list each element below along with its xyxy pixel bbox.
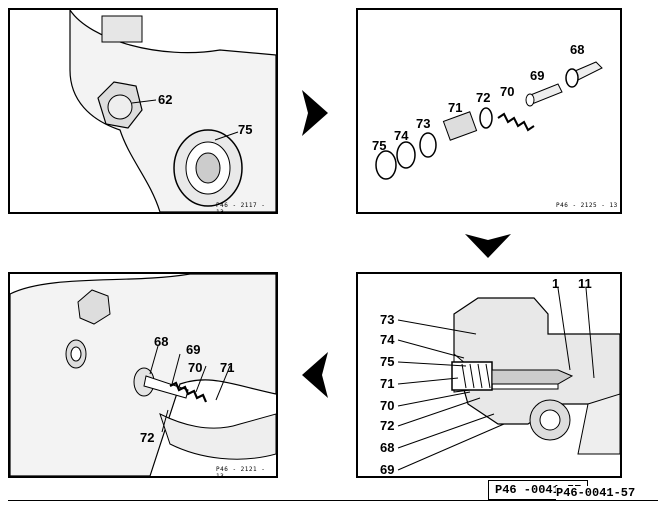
- label-11: 11: [578, 276, 592, 291]
- label-71: 71: [380, 376, 394, 391]
- label-69: 69: [380, 462, 394, 476]
- label-71: 71: [220, 360, 234, 375]
- label-1: 1: [552, 276, 559, 291]
- panel-code: P46 - 2125 - 13: [556, 202, 618, 209]
- label-68: 68: [380, 440, 394, 455]
- install-illustration: 68 69 70 71 72: [10, 274, 276, 476]
- label-73: 73: [416, 116, 430, 131]
- label-75: 75: [238, 122, 252, 137]
- label-75: 75: [372, 138, 386, 153]
- housing-illustration: 62 75: [69, 10, 276, 212]
- label-68: 68: [154, 334, 168, 349]
- label-68: 68: [570, 42, 584, 57]
- parts-illustration: 68 69 70 72 71 73 74 75: [372, 42, 603, 180]
- label-69: 69: [530, 68, 544, 83]
- label-74: 74: [380, 332, 395, 347]
- label-71: 71: [448, 100, 462, 115]
- panel-cross-section: 73 74 75 71 70 72 68 69 1 11: [356, 272, 622, 478]
- label-70: 70: [188, 360, 202, 375]
- label-69: 69: [186, 342, 200, 357]
- arrow-right-icon: [302, 90, 328, 136]
- label-72: 72: [476, 90, 490, 105]
- panel-remove-plug: 62 75 P46 - 2117 - 13: [8, 8, 278, 214]
- label-70: 70: [500, 84, 514, 99]
- section-illustration: 73 74 75 71 70 72 68 69 1 11: [380, 276, 620, 476]
- reference-number-overlay: P46-0041-57: [556, 486, 636, 500]
- label-74: 74: [394, 128, 409, 143]
- arrow-left-icon: [302, 352, 328, 398]
- bottom-rule: [8, 500, 658, 501]
- label-62: 62: [158, 92, 172, 107]
- panel-code: P46 - 2117 - 13: [216, 202, 266, 214]
- label-72: 72: [140, 430, 154, 445]
- label-73: 73: [380, 312, 394, 327]
- panel-install-piston: 68 69 70 71 72 P46 - 2121 - 13: [8, 272, 278, 478]
- label-75: 75: [380, 354, 394, 369]
- label-72: 72: [380, 418, 394, 433]
- panel-code: P46 - 2121 - 13: [216, 466, 266, 478]
- arrow-down-icon: [465, 234, 511, 258]
- panel-exploded-parts: 68 69 70 72 71 73 74 75 P46 - 2125 - 13: [356, 8, 622, 214]
- label-70: 70: [380, 398, 394, 413]
